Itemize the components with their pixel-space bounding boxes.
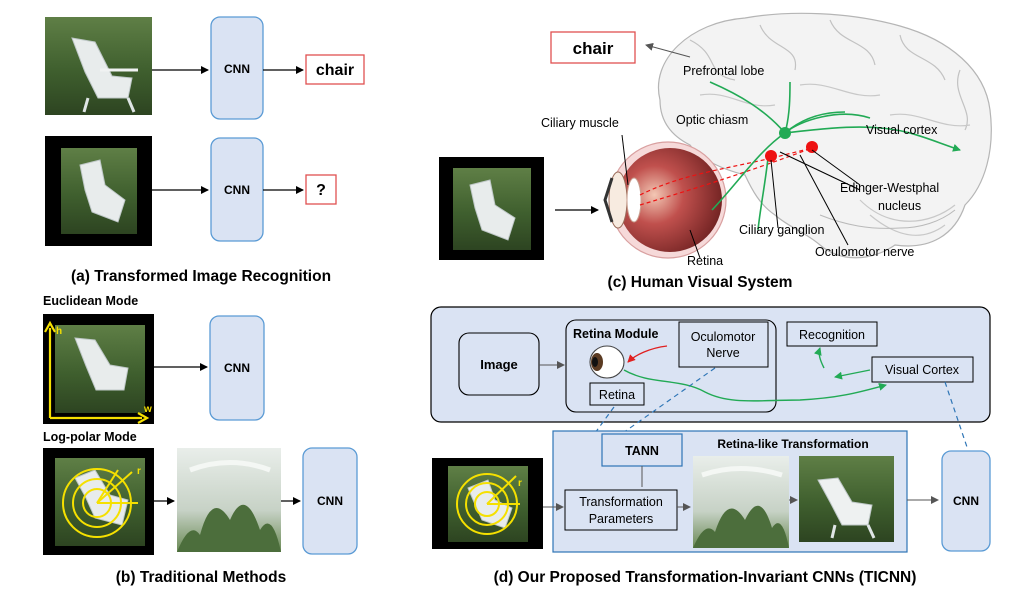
transformation-label-1: Transformation <box>579 495 663 509</box>
panel-a: CNN chair CNN ? (a) Transformed Image Re… <box>45 16 365 285</box>
logpolar-photo: r <box>43 448 154 555</box>
output-label-chair-c: chair <box>573 39 614 58</box>
output-box-unknown <box>305 174 337 205</box>
transformation-label-2: Parameters <box>589 512 654 526</box>
output-label-unknown: ? <box>316 182 326 199</box>
cnn-box-b2 <box>302 447 358 555</box>
cnn-label-b2: CNN <box>317 494 343 508</box>
caption-b: (b) Traditional Methods <box>116 569 287 586</box>
caption-c: (c) Human Visual System <box>608 274 793 291</box>
recognition-label: Recognition <box>799 328 865 342</box>
retina-box <box>589 382 645 406</box>
output-box-chair-c <box>550 31 636 64</box>
eye-icon <box>589 345 625 379</box>
label-retina: Retina <box>687 254 723 268</box>
cnn-label-b1: CNN <box>224 361 250 375</box>
chair-photo-input-d: r <box>432 458 543 549</box>
recognition-box <box>786 321 878 347</box>
retina-like-title: Retina-like Transformation <box>717 437 868 451</box>
axis-w-label: w <box>143 404 152 415</box>
ciliary-ganglion-dot <box>765 150 777 162</box>
optic-chiasm-dot <box>779 127 791 139</box>
euclidean-title: Euclidean Mode <box>43 294 138 308</box>
cnn-box-d <box>941 450 991 552</box>
label-oculomotor-nerve: Oculomotor nerve <box>815 245 914 259</box>
visual-cortex-label: Visual Cortex <box>885 363 960 377</box>
transformation-parameters-box <box>564 489 678 531</box>
label-ciliary-muscle: Ciliary muscle <box>541 116 619 130</box>
cnn-box-b1 <box>209 315 265 421</box>
cnn-box-a1 <box>210 16 264 120</box>
chair-photo-input-c <box>439 157 544 260</box>
euclidean-axes: h w <box>44 320 152 424</box>
logpolar-transformed-image <box>177 448 281 552</box>
panel-c: chair Prefrontal lobe Optic chiasm Visua… <box>439 12 992 291</box>
oculomotor-label-2: Nerve <box>706 346 739 360</box>
label-edinger-westphal: Edinger-Westphal <box>840 181 939 195</box>
label-prefrontal-lobe: Prefrontal lobe <box>683 64 764 78</box>
retina-module-title: Retina Module <box>573 327 658 341</box>
caption-d: (d) Our Proposed Transformation-Invarian… <box>494 569 917 586</box>
retina-label: Retina <box>599 388 635 402</box>
cnn-label-a1: CNN <box>224 62 250 76</box>
logpolar-title: Log-polar Mode <box>43 430 137 444</box>
label-ciliary-ganglion: Ciliary ganglion <box>739 223 825 237</box>
axis-h-label: h <box>56 326 62 337</box>
output-box-chair <box>305 54 365 85</box>
image-box <box>458 332 540 396</box>
label-visual-cortex: Visual cortex <box>866 123 938 137</box>
cnn-label-d: CNN <box>953 494 979 508</box>
oculomotor-nerve-box <box>678 321 769 368</box>
cnn-label-a2: CNN <box>224 183 250 197</box>
chair-photo-upright <box>45 17 152 115</box>
edinger-westphal-dot <box>806 141 818 153</box>
brain-illustration <box>657 12 992 259</box>
tann-label: TANN <box>625 444 659 458</box>
chair-photo-rotated <box>45 136 152 246</box>
output-label-chair: chair <box>316 62 354 79</box>
label-nucleus: nucleus <box>878 199 921 213</box>
eye-illustration <box>603 141 727 259</box>
image-label: Image <box>480 357 518 372</box>
axis-r-label-b: r <box>137 466 141 477</box>
logpolar-transformed-image-d <box>693 456 789 548</box>
euclidean-photo <box>43 314 154 424</box>
axis-r-label-d: r <box>518 478 522 489</box>
tann-box <box>601 433 683 467</box>
label-optic-chiasm: Optic chiasm <box>676 113 748 127</box>
oculomotor-label-1: Oculomotor <box>691 330 756 344</box>
chair-photo-corrected <box>799 456 894 542</box>
caption-a: (a) Transformed Image Recognition <box>71 268 331 285</box>
panel-b: Euclidean Mode h w CNN Log-polar Mode <box>43 294 358 586</box>
panel-d: Image Retina Module Oculomotor Nerve Ret… <box>430 306 991 586</box>
visual-cortex-box <box>871 356 974 383</box>
